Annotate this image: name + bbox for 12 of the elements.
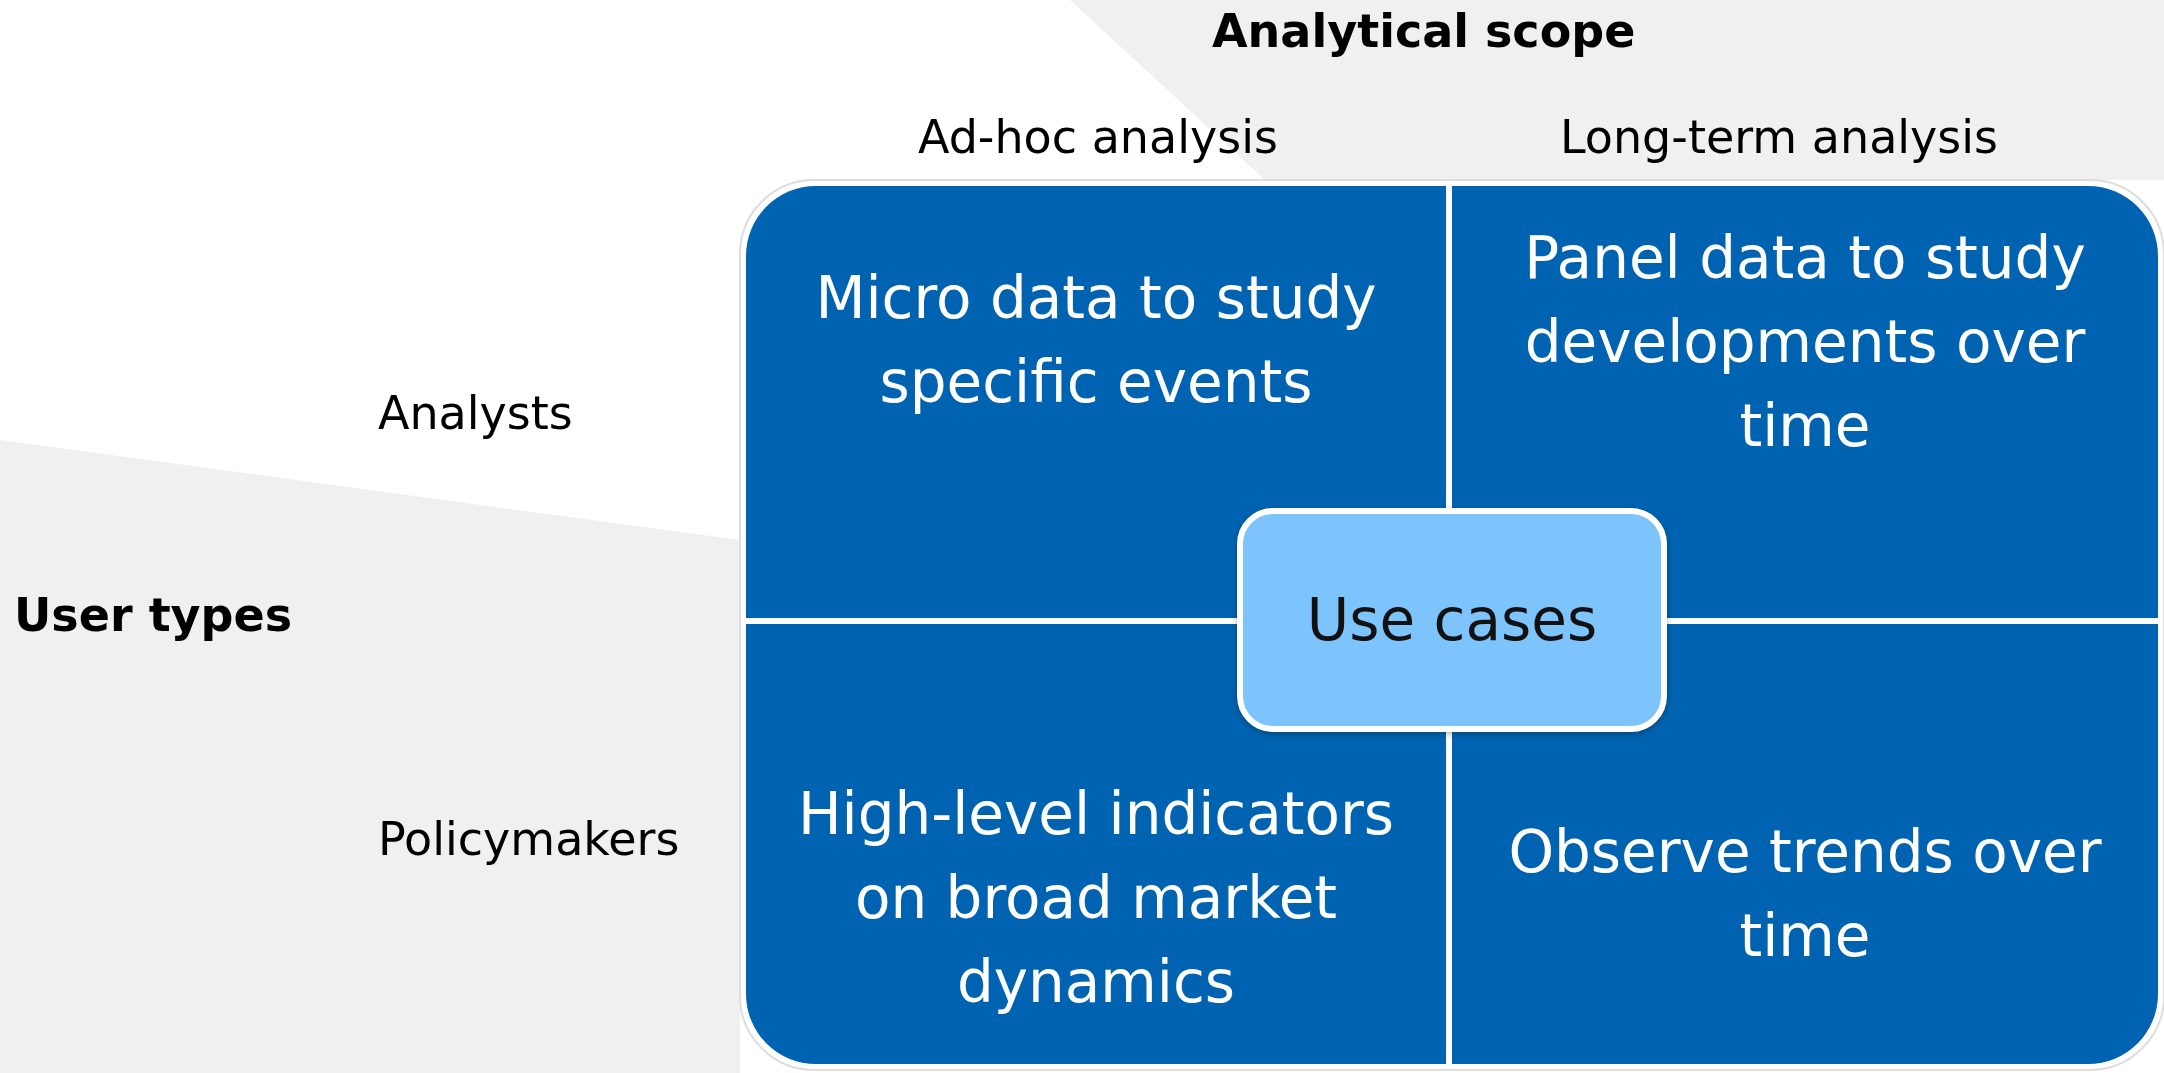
node-text: Observe trends over time [1507, 816, 2103, 972]
node-text: Use cases [1306, 586, 1598, 654]
column-header: Ad-hoc analysis [918, 110, 1278, 164]
node-text: High-level indicators on broad market dynamics [796, 778, 1396, 1018]
row-header: Policymakers [378, 812, 680, 866]
row-header: Analysts [378, 386, 573, 440]
node-text: Micro data to study specific events [814, 263, 1378, 419]
column-header: Long-term analysis [1560, 110, 1999, 164]
axis-title: User types [14, 588, 293, 642]
center-box [1237, 508, 1667, 732]
node-text: Panel data to study developments over time [1523, 223, 2087, 463]
axis-title: Analytical scope [1212, 4, 1636, 58]
